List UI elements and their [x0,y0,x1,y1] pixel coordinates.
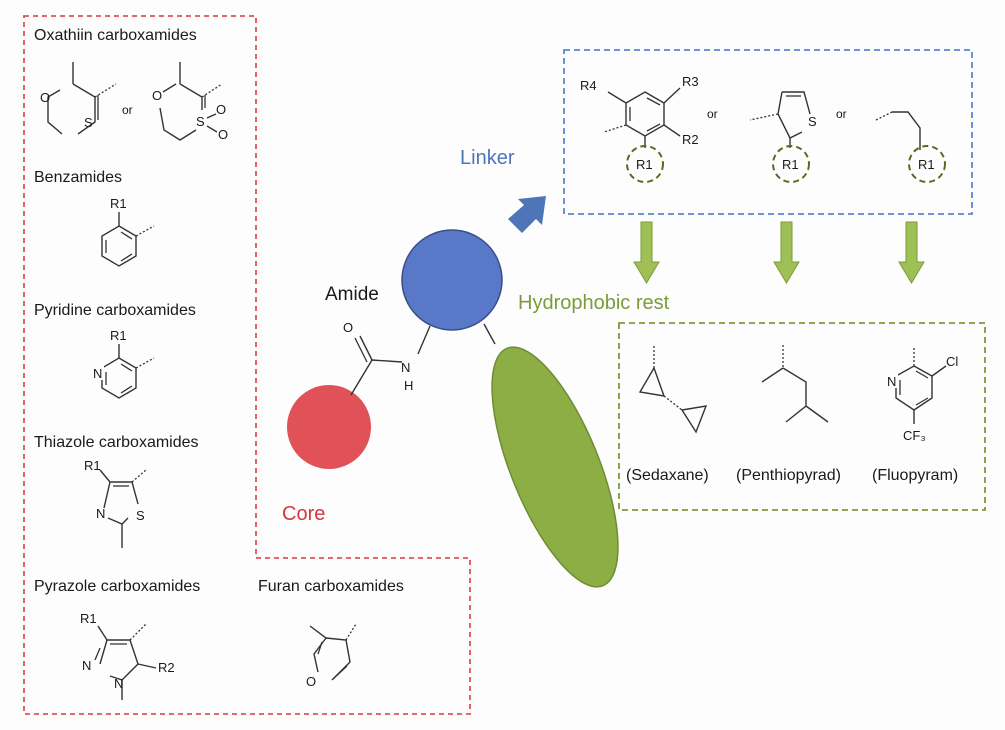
fluopyram-name: (Fluopyram) [872,467,958,484]
oxathiin-label: Oxathiin carboxamides [34,27,197,44]
oxygen-label: O [216,102,226,117]
oxygen-label: O [218,127,228,142]
r3-label: R3 [682,74,699,89]
nitrogen-label: N [93,366,102,381]
green-arrow-3 [898,221,925,284]
benzamides-label: Benzamides [34,169,122,186]
pyrazole-structure: R1 N N R2 [80,611,175,700]
thiazole-structure: R1 N S [84,458,147,548]
thiazole-label: Thiazole carboxamides [34,434,199,451]
r1-dashed-circle [626,145,664,183]
amide-hydrogen: H [404,378,413,393]
amide-oxygen: O [343,320,353,335]
green-arrow-1 [633,221,660,284]
r1-dashed-circle [908,145,946,183]
or-connector: or [122,103,133,117]
r1-label: R1 [110,196,127,211]
r2-label: R2 [158,660,175,675]
core-label: Core [282,503,325,525]
sulfur-label: S [196,114,205,129]
oxathiin-structure: O S [40,62,117,135]
pyridine-label: Pyridine carboxamides [34,302,196,319]
r1-label: R1 [782,157,799,172]
or-connector: or [836,107,847,121]
chlorine-label: Cl [946,354,958,369]
hydrophobic-label: Hydrophobic rest [518,292,670,314]
hydrophobic-ellipse [491,346,619,588]
r1-label: R1 [84,458,101,473]
nitrogen-label: N [82,658,91,673]
amide-scaffold: O N H [287,229,619,588]
pyrazole-label: Pyrazole carboxamides [34,578,200,595]
r1-label: R1 [110,328,127,343]
nitrogen-label: N [96,506,105,521]
cf3-label: CF₃ [903,428,926,443]
r1-label: R1 [918,157,935,172]
fluopyram-structure: N Cl CF₃ [886,346,958,443]
oxygen-label: O [152,88,162,103]
r1-label: R1 [80,611,97,626]
r4-label: R4 [580,78,597,93]
sulfur-label: S [84,115,93,130]
r1-dashed-circle [772,145,810,183]
sulfur-label: S [136,508,145,523]
sedaxane-structure [638,346,708,434]
oxygen-label: O [306,674,316,689]
thiophene-linker-structure: S R1 [749,91,817,183]
furan-structure: O [306,623,357,689]
sedaxane-name: (Sedaxane) [626,467,709,484]
r2-label: R2 [682,132,699,147]
green-arrow-2 [773,221,800,284]
nitrogen-label: N [887,374,896,389]
penthiopyrad-name: (Penthiopyrad) [736,467,841,484]
ethyl-linker-structure: R1 [875,111,946,183]
linker-circle [401,229,503,331]
pyridine-structure: N R1 [92,328,155,399]
r1-label: R1 [636,157,653,172]
core-circle [287,385,371,469]
blue-arrow [508,196,546,233]
oxathiin-dioxide-structure: O S O O [152,62,228,142]
oxygen-label: O [40,90,50,105]
linker-box [563,49,973,215]
or-connector: or [707,107,718,121]
sulfur-label: S [808,114,817,129]
linker-label: Linker [460,147,515,169]
benzamide-structure: R1 [101,196,155,267]
furan-label: Furan carboxamides [258,578,404,595]
penthiopyrad-structure [761,345,829,423]
amide-nitrogen: N [401,360,410,375]
amide-label: Amide [325,284,379,305]
nitrogen-label: N [114,676,123,691]
phenyl-linker-structure: R4 R3 R2 R1 [580,74,699,183]
hydrophobic-box [618,322,986,511]
